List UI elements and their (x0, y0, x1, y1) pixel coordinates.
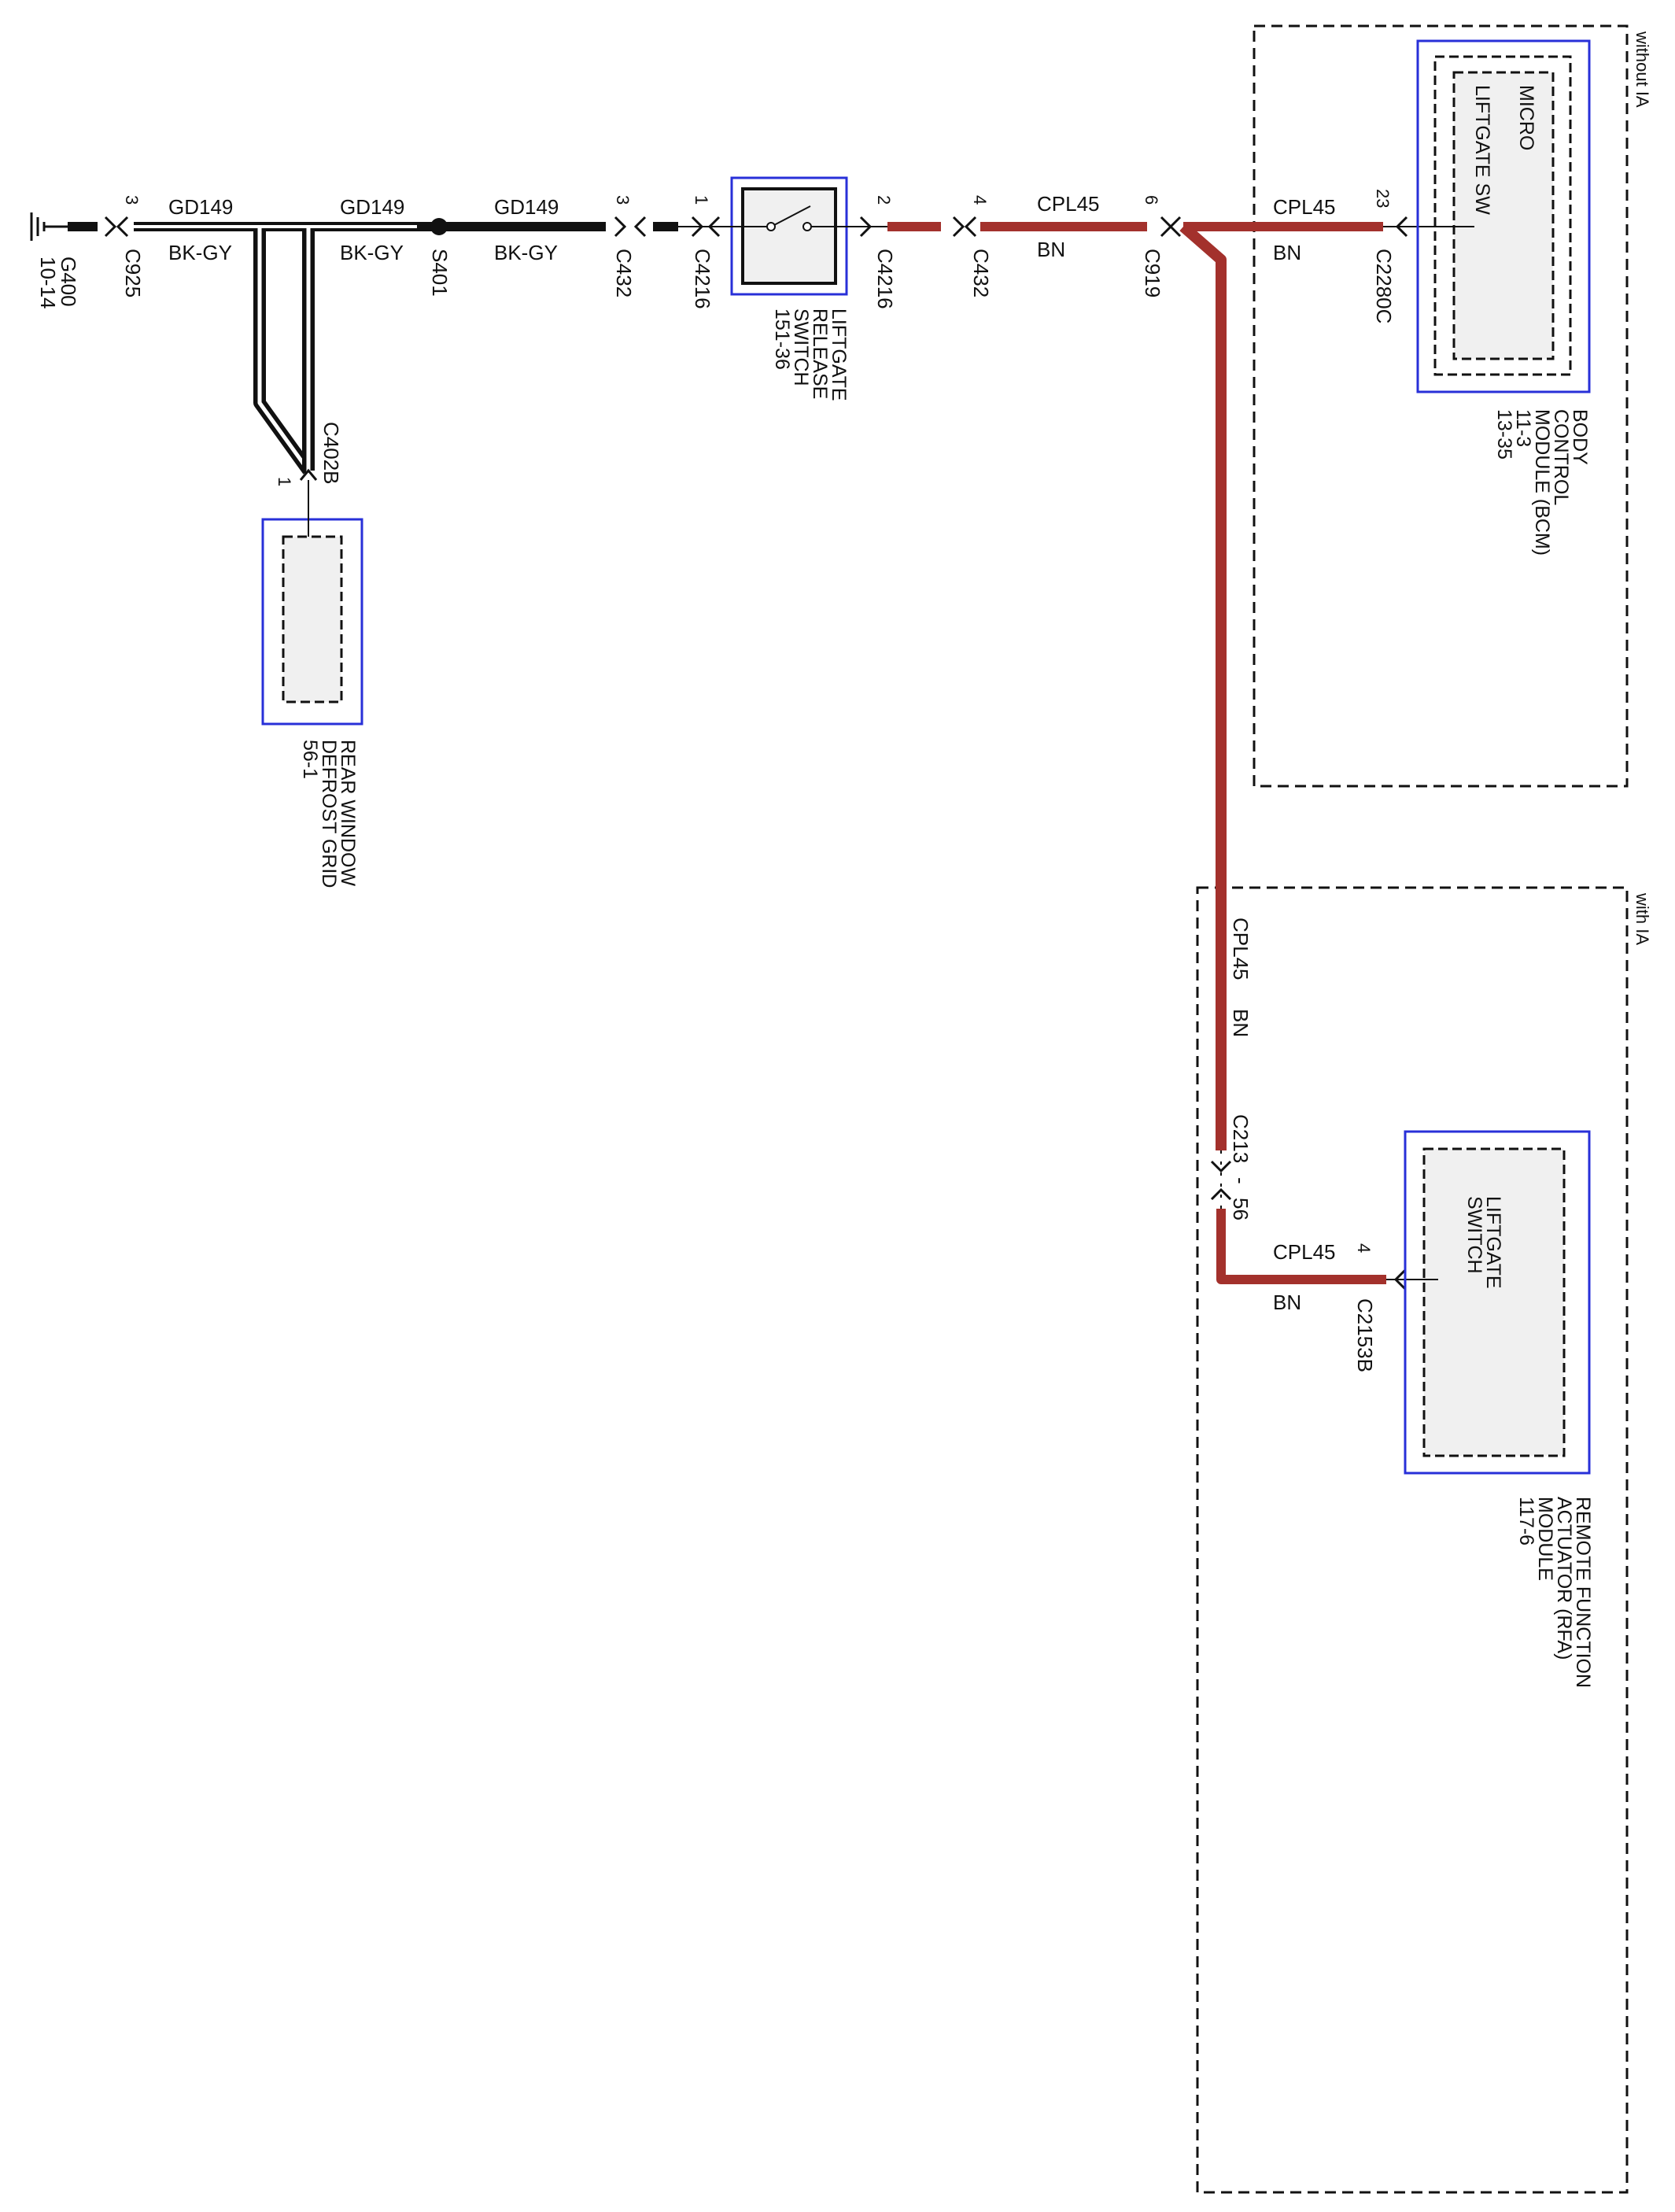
rfa-label: REMOTE FUNCTION ACTUATOR (RFA) MODULE 11… (1515, 1497, 1594, 1688)
wire-circuit: CPL45 (1273, 1240, 1336, 1264)
wire-color: BN (1037, 238, 1065, 261)
splice-name: S401 (428, 249, 452, 297)
without-ia-label: without IA (1633, 31, 1652, 108)
wire-color: BK-GY (168, 241, 232, 264)
wire-color: BN (1273, 1291, 1301, 1314)
liftgate-release-switch-label: LIFTGATE RELEASE SWITCH 151-36 (771, 308, 850, 401)
ground-ref: 10-14 (36, 257, 60, 309)
component-label-line: 117-6 (1515, 1497, 1537, 1545)
connector-name: C925 (121, 249, 145, 297)
connector-pin: 56 (1229, 1198, 1253, 1220)
bcm-inner-label: MICRO (1515, 85, 1537, 150)
bcm-inner-label: LIFTGATE SW (1471, 85, 1493, 215)
wire-color: BN (1229, 1009, 1253, 1037)
wire-circuit: GD149 (168, 195, 233, 219)
rear-window-defrost-label: REAR WINDOW DEFROST GRID 56-1 (299, 740, 359, 888)
wire-color: BN (1273, 241, 1301, 264)
component-label-line: RELEASE (809, 308, 831, 399)
rfa-module (1404, 1130, 1591, 1475)
component-label-line: MODULE (1534, 1497, 1556, 1581)
component-label-line: SWITCH (790, 308, 812, 386)
connector-pin: 1 (692, 195, 711, 205)
ground-name: G400 (57, 257, 80, 307)
component-label-line: REAR WINDOW (337, 740, 359, 887)
power-wiring (887, 222, 1386, 1284)
component-label-line: ACTUATOR (RFA) (1553, 1497, 1575, 1660)
wire-circuit: CPL45 (1037, 192, 1100, 216)
wire-circuit: CPL45 (1273, 195, 1336, 219)
component-label-line: 56-1 (299, 740, 321, 779)
rear-window-defrost-module (261, 480, 363, 726)
wire-color: BK-GY (340, 241, 404, 264)
bcm-module (1416, 39, 1591, 393)
rfa-inner-label: SWITCH (1463, 1196, 1485, 1274)
component-label-line: BODY (1569, 409, 1591, 465)
component-label-line: DEFROST GRID (318, 740, 340, 888)
connector-pin: 4 (970, 195, 990, 205)
connector-pin: 23 (1373, 189, 1393, 208)
connector-name: C432 (612, 249, 636, 297)
without-ia-region (1253, 24, 1629, 788)
power-wire-outline (865, 226, 1454, 1280)
ground-wiring (68, 222, 707, 475)
component-label-line: 151-36 (771, 308, 793, 370)
rfa-inner-label: LIFTGATE (1482, 1196, 1504, 1289)
connector-name: C919 (1141, 249, 1164, 297)
wire-circuit: GD149 (340, 195, 404, 219)
component-label-line: 13-35 (1493, 409, 1515, 460)
wire-circuit: GD149 (494, 195, 559, 219)
connector-sep: - (1229, 1177, 1253, 1184)
connector-arrows-power (299, 216, 1408, 1291)
component-label-line: CONTROL (1550, 409, 1572, 505)
connector-pin: 6 (1142, 195, 1161, 205)
component-label-line: 11-3 (1512, 409, 1534, 447)
with-ia-region (1196, 886, 1629, 2194)
ground-icon (30, 212, 68, 241)
component-label-line: LIFTGATE (828, 308, 850, 401)
splice-s401 (430, 218, 448, 235)
connector-name: C432 (969, 249, 993, 297)
connector-name: C2153B (1353, 1298, 1377, 1372)
connector-pin: 3 (122, 195, 142, 205)
connector-pin: 3 (613, 195, 633, 205)
bcm-label: BODY CONTROL MODULE (BCM) 11-3 13-35 (1493, 409, 1591, 556)
liftgate-release-switch (707, 176, 865, 296)
with-ia-label: with IA (1633, 892, 1652, 945)
wire-color: BK-GY (494, 241, 558, 264)
connector-pin: 1 (275, 477, 294, 486)
component-label-line: REMOTE FUNCTION (1572, 1497, 1594, 1688)
connector-name: C4216 (873, 249, 897, 309)
connector-pin: 2 (874, 195, 894, 205)
connector-name: C2280C (1372, 249, 1396, 323)
component-label-line: MODULE (BCM) (1531, 409, 1553, 556)
wire-circuit: CPL45 (1229, 918, 1253, 980)
connector-name: C213 (1229, 1114, 1253, 1163)
connector-name: C4216 (691, 249, 714, 309)
connector-pin: 4 (1354, 1243, 1374, 1253)
connector-name: C402B (319, 422, 343, 485)
